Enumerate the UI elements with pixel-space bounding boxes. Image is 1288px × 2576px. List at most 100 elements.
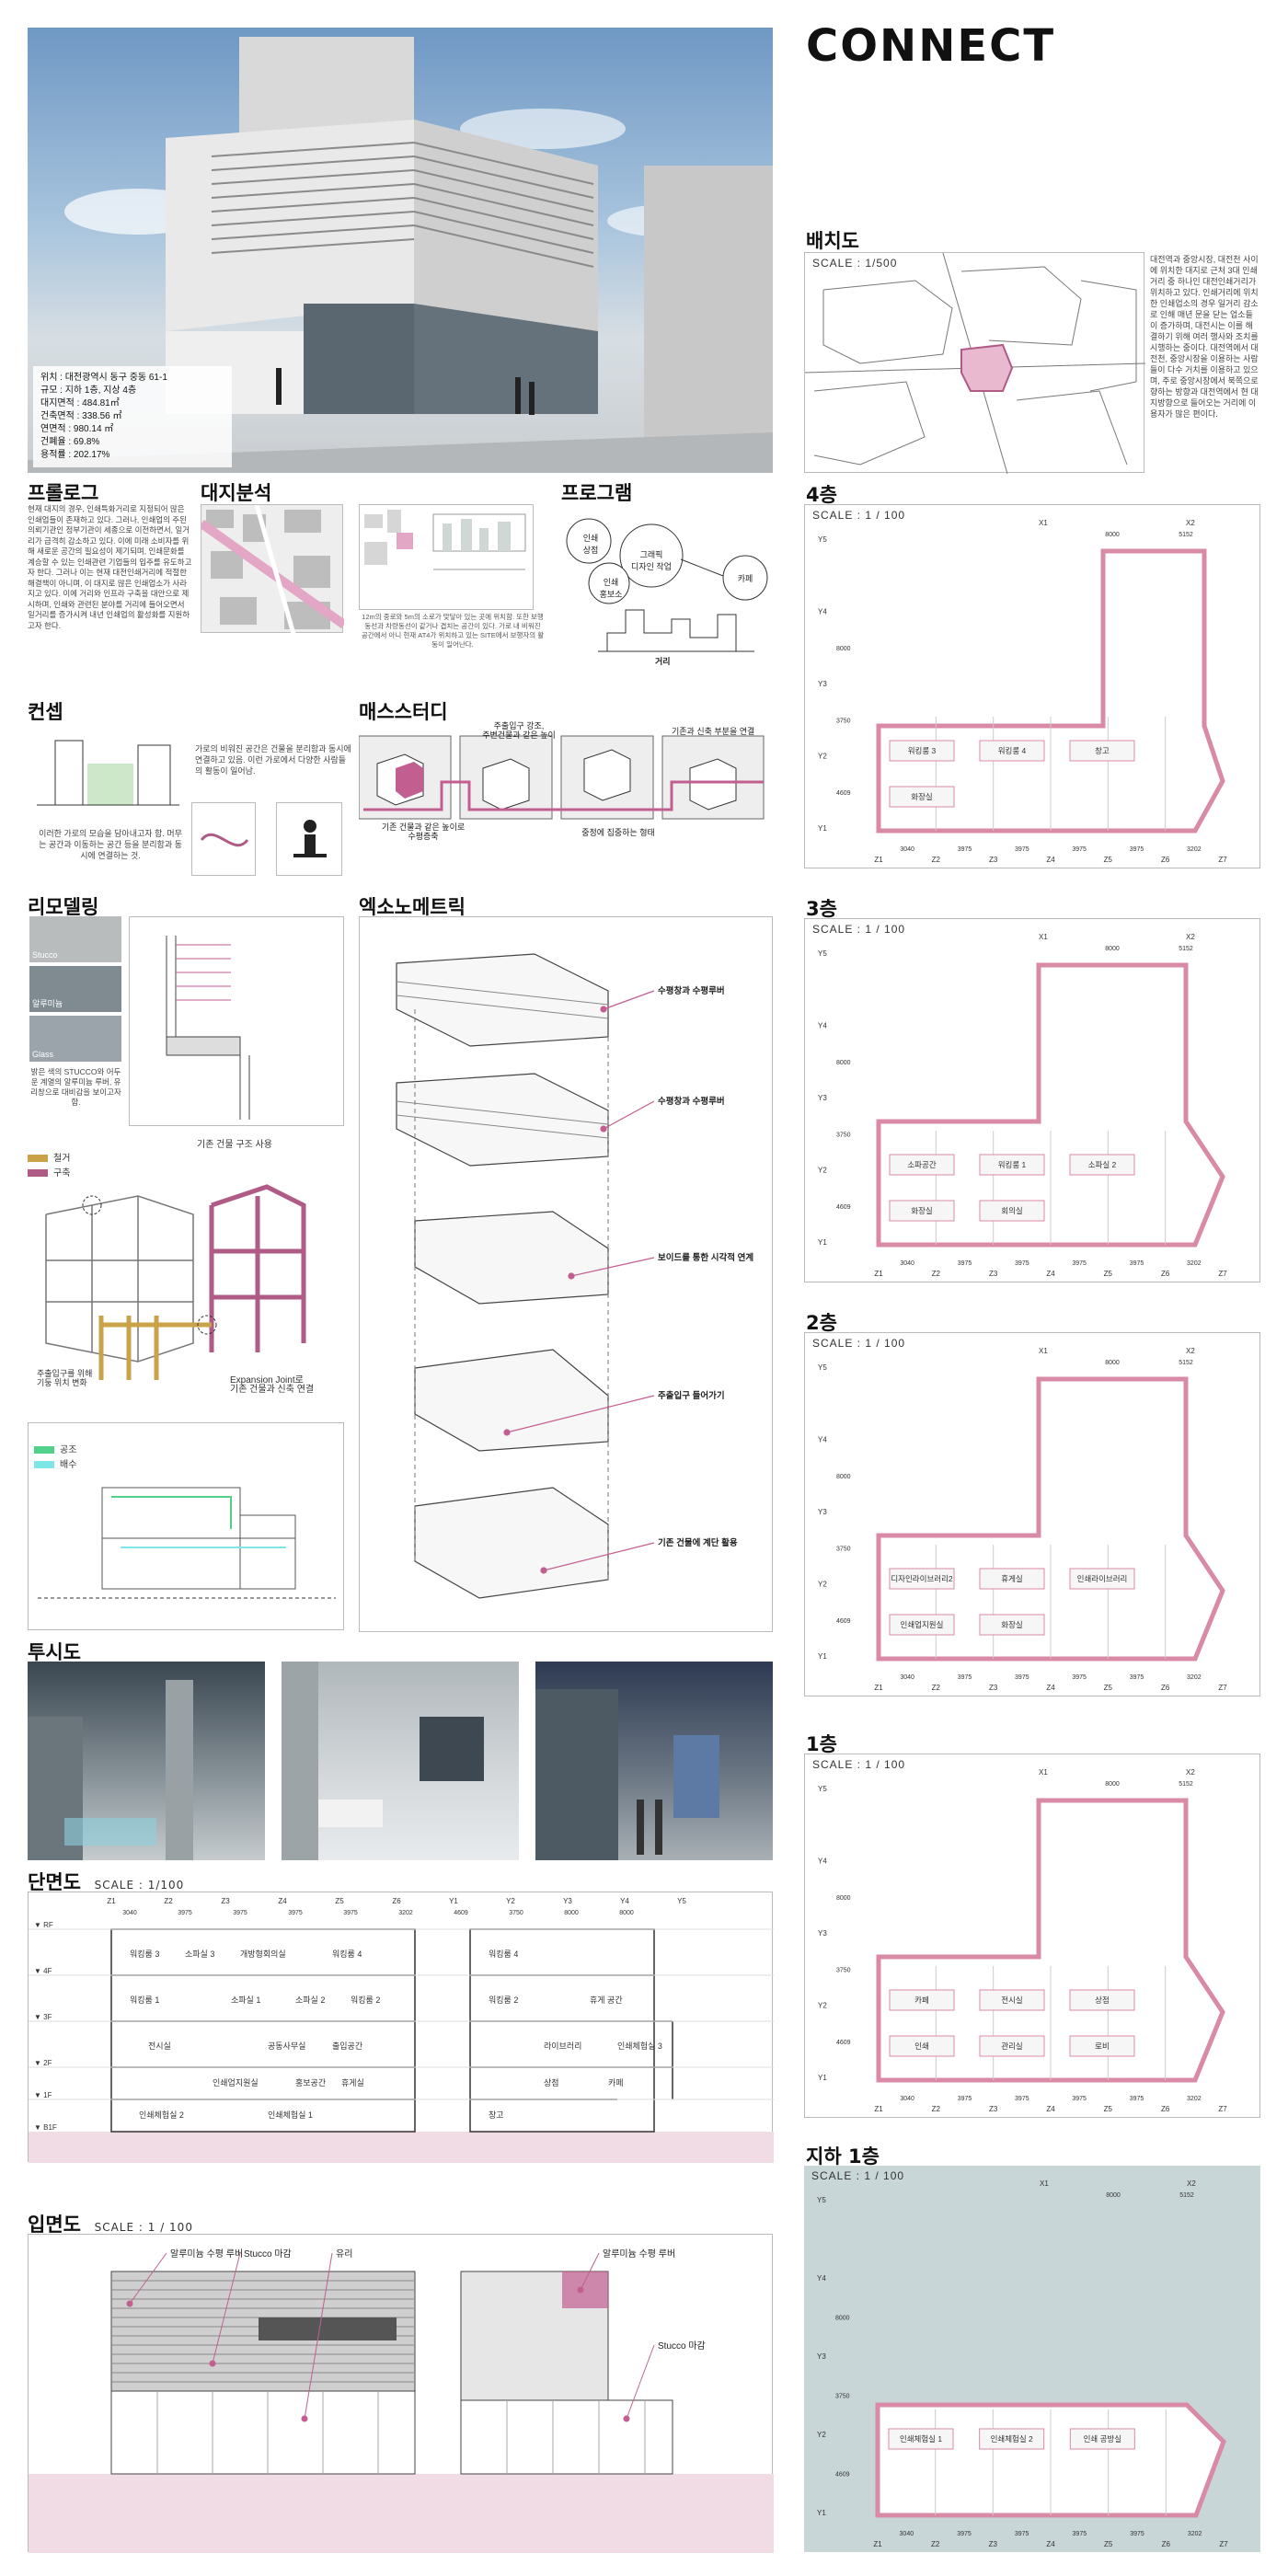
plan-room-label: 인쇄체험실 1 [900,2434,942,2444]
section-room-label: 인쇄체험실 2 [139,2110,184,2120]
plan-grid-z: Z3 [989,1270,998,1278]
legend-supply-label: 공조 [60,1445,77,1455]
project-info-box: 위치 : 대전광역시 동구 중동 61-1 규모 : 지하 1층, 지상 4층 … [33,366,232,467]
section-scale: SCALE : 1/100 [94,1879,185,1892]
concept-diagram-walk [191,802,256,876]
plan-dim-side: 8000 [836,1474,851,1480]
program-diagram [566,518,768,652]
plan-grid-y: Y5 [818,949,827,958]
plan-grid-x: X2 [1186,1768,1195,1777]
plan-grid-x: X2 [1186,519,1195,527]
section-room-label: 창고 [489,2110,504,2120]
plan-dim-top: 8000 [1105,946,1120,952]
plan-room-label: 화장실 [1001,1620,1022,1629]
plan-dim-side: 8000 [836,646,851,652]
structure-axonometric [45,1184,306,1380]
section-room-label: 홍보공간 [295,2077,326,2087]
section-dim-label: 3202 [398,1910,413,1916]
plan-grid-z: Z5 [1104,1270,1113,1278]
program-node-print-shop: 인쇄 상점 [582,534,599,555]
elev-note-2: Stucco 마감 [244,2249,292,2260]
massing-label-b: 기존과 신축 부분을 연결 [672,727,755,736]
plan-room [1069,2428,1135,2450]
plan-dim-side: 3750 [836,718,851,724]
section-room-label: 소파실 2 [295,1995,325,2005]
concept-text-1: 가로의 비워진 공간은 건물을 분리함과 동시에 연결하고 있음. 이런 가로에… [195,744,351,776]
section-room-label: 공동사무실 [268,2041,305,2051]
plan-grid-z: Z7 [1218,2105,1227,2113]
plan-room [979,1154,1045,1176]
plan-scale: SCALE : 1 / 100 [812,509,906,522]
section-dim-label: 3040 [122,1910,137,1916]
plan-dim-bottom: 3975 [1072,2096,1087,2102]
section-room-label: 전시실 [148,2041,171,2051]
plan-dim-top: 5152 [1179,1360,1193,1366]
plan-dim-side: 4609 [836,1618,851,1625]
plan-room [1069,1568,1135,1590]
section-level-label: ▼ 1F [34,2091,52,2099]
hvac-section-panel: 공조 배수 [28,1422,344,1630]
axo-note-1: 수평창과 수평루버 [658,986,725,996]
plan-grid-z: Z3 [989,2105,998,2113]
massing-title: 매스스터디 [359,701,448,723]
site-plan-panel: SCALE : 1/500 [804,252,1146,475]
plan-dim-top: 8000 [1105,1360,1120,1366]
plan-room-label: 로비 [1095,2041,1110,2051]
plan-room-label: 워킹룸 1 [998,1160,1027,1169]
section-title: 단면도 SCALE : 1/100 [28,1868,184,1895]
plan-dim-bottom: 3975 [1072,846,1087,853]
plan-dim-side: 4609 [836,2040,851,2046]
plan-grid-y: Y4 [817,2274,826,2283]
plan-room [979,2035,1045,2057]
legend-new-label: 구축 [53,1168,71,1179]
plan-dim-bottom: 3975 [1130,2531,1144,2537]
program-node-cafe: 카페 [737,574,753,583]
info-site-area: 대지면적 : 484.81㎡ [40,398,120,408]
section-room-label: 인쇄체험실 3 [617,2041,662,2051]
elev-note-3: 유리 [336,2249,353,2260]
plan-grid-z: Z6 [1161,2105,1170,2113]
plan-grid-x: X2 [1186,1347,1195,1355]
plan-dim-bottom: 3975 [1072,1674,1087,1681]
plan-dim-side: 8000 [836,1060,851,1066]
elev-note-5: Stucco 마감 [658,2341,706,2352]
massing-label-a: 주출입구 강조, 주변건물과 같은 높이 [482,721,556,740]
plan-dim-bottom: 3975 [1130,846,1144,853]
plan-room-label: 회의실 [1001,1206,1022,1215]
section-level-label: ▼ 4F [34,1967,52,1975]
floor4-title: 4층 [806,484,837,506]
hero-render: 위치 : 대전광역시 동구 중동 61-1 규모 : 지하 1층, 지상 4층 … [28,28,773,473]
plan-dim-bottom: 3040 [900,2531,914,2537]
massing-label-d: 중정에 집중하는 형태 [581,828,655,837]
legend-demolish-label: 철거 [53,1154,71,1164]
plan-dim-bottom: 3975 [1015,2531,1029,2537]
plan-grid-y: Y2 [818,1581,827,1589]
massing-panel [358,727,773,883]
plan-grid-z: Z7 [1218,1684,1227,1692]
material-caption: 밝은 색의 STUCCO와 어두운 계열의 알루미늄 루버, 유리창으로 대비감… [30,1067,121,1107]
plan-grid-y: Y3 [817,2352,826,2361]
elev-note-4: 알루미늄 수평 루버 [603,2249,676,2260]
plan-grid-z: Z6 [1161,856,1170,864]
plan-dim-bottom: 3975 [1130,1674,1144,1681]
plan-dim-bottom: 3202 [1187,1260,1202,1267]
elevation-title: 입면도 SCALE : 1 / 100 [28,2210,193,2237]
plan-room [979,1989,1045,2011]
perspective-render-1 [28,1662,265,1860]
plan-room-label: 인쇄 [914,2041,929,2051]
hvac-section-drawing [38,1487,336,1599]
section-room-label: 소파실 1 [231,1995,260,2005]
plan-dim-bottom: 3040 [900,2096,914,2102]
plan-grid-y: Y1 [818,824,827,833]
plan-grid-y: Y5 [818,1363,827,1372]
elev-note-1: 알루미늄 수평 루버 [170,2249,244,2260]
plan-room-label: 인쇄체험실 2 [991,2434,1033,2444]
plan-scale: SCALE : 1 / 100 [812,1758,906,1771]
plan-grid-z: Z1 [874,2105,883,2113]
info-size: 규모 : 지하 1층, 지상 4층 [40,385,137,396]
material-stucco-label: Stucco [32,950,58,960]
plan-room-label: 디자인라이브러리2 [891,1574,953,1583]
